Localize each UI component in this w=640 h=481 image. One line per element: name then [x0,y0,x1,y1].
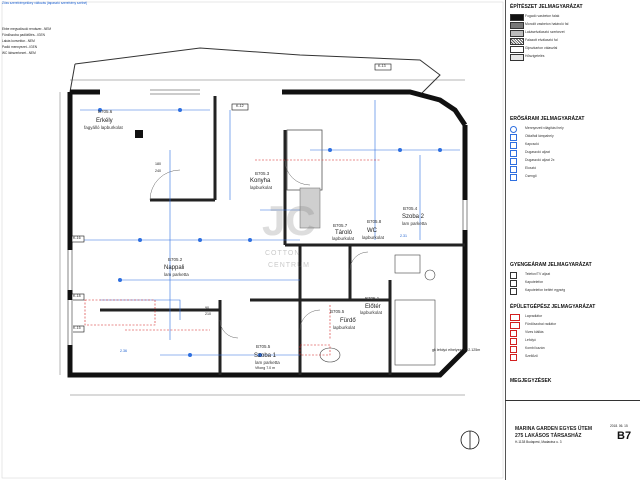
legend-item: Telefon/TV aljzat [525,272,551,276]
room-name-szoba1: Szoba 1 [254,353,277,359]
legend-item: Szellőző [525,354,538,358]
legend-title-lowvoltage: GYENGEÁRAM JELMAGYARÁZAT [510,262,592,268]
section-markers [71,63,392,333]
dimension-240: 240 [155,169,161,173]
room-id-tarolo: B705.7 [333,223,348,228]
room-name-wc: WC [367,228,377,234]
room-floor-eloter: lapburkolat [360,310,383,315]
legend-item: Dugaszoló aljzat 2x [525,158,555,162]
watermark-logo: JC [262,197,316,244]
door-swings [149,159,369,339]
legend-item: Mennyezeti világítási hely [525,126,564,130]
legend-item: Fürdőszobai radiátor [525,322,557,326]
marker-k13: K-13 [378,64,386,68]
drawing-date: 2018. 06. 15 [610,424,628,428]
room-name-furdo: Fürdő [340,318,356,324]
room-id-szoba2: B705.4 [403,206,418,211]
legend-item: Lefolyó [525,338,536,342]
legend-item: Kombi kazán [525,346,545,350]
legend-title-notes: MEGJEGYZÉSEK [510,378,552,384]
room-name-szoba2: Szoba 2 [402,214,425,220]
room-floor-nappali: lam parketta [164,272,189,277]
north-arrow [460,430,480,450]
dimension-90: 90 [205,306,209,310]
marker-k12: K-12 [236,104,244,108]
interior-walls [100,96,465,375]
legend-item: Csengő [525,174,537,178]
info-table-row: Padló mennyezet...IGEN [2,45,38,49]
info-table-row: Fürdőszoba padlófűtés...IGEN [2,33,45,37]
dimension-210: 210 [205,312,211,316]
info-table-row: Lakás konvektor...NEM [2,39,35,43]
window-frames [67,89,468,345]
legend-title-architecture: ÉPÍTÉSZET JELMAGYARÁZAT [510,4,583,10]
room-floor-konyha: lapburkolat [250,185,273,190]
room-id-eloter: B705.1 [365,296,380,301]
legend-item: Monolit vasbeton határoló fal [525,22,569,26]
shaft [299,187,321,229]
dimension-180: 180 [155,162,161,166]
vfiong-label: Vfiong 7.0 m [255,366,276,370]
room-floor-furdo: lapburkolat [333,325,356,330]
balcony-outline [69,47,441,96]
legend-item: Lakáselválasztó szerkezet [525,30,565,34]
room-id-furdo: B705.5 [330,309,345,314]
room-name-konyha: Konyha [250,178,271,184]
room-id-erkely: B705.6 [98,109,113,114]
marker-k15: K-15 [73,326,81,330]
dimension-231: 2.31 [400,234,407,238]
dimension-236: 2.36 [120,349,127,353]
legend-item: Gipszkarton válaszfal [525,46,558,50]
electrical-symbols [98,108,442,357]
room-floor-szoba1: lam parketta [255,360,280,365]
info-table: Zöss szerelvényekkey változás (tapasztó … [0,0,87,62]
company-name: 275 LAKÁSOS TÁRSASHÁZ [515,433,582,439]
project-name: MARINA GARDEN EGYES ÜTEM [515,426,593,432]
room-floor-szoba2: lam parketta [402,221,427,226]
room-id-nappali: B705.2 [168,257,183,262]
room-floor-wc: lapburkolat [362,235,385,240]
info-table-title: Zöss szerelvényekkey változás (tapasztó … [2,1,88,5]
legend-title-electrical: ERŐSÁRAM JELMAGYARÁZAT [510,116,585,122]
marker-k16: K-16 [73,236,81,240]
watermark-line1: COTTON [265,250,301,257]
legend-item: Kaputelefon beltéri egység [525,288,566,292]
title-block: MARINA GARDEN EGYES ÜTEM 275 LAKÁSOS TÁR… [505,400,640,481]
legend-item: Elosztó [525,166,537,170]
room-name-tarolo: Tároló [335,230,353,236]
marker-k18: K-18 [73,294,81,298]
legend-item: Vizes kiállás [525,330,544,334]
windows [67,89,468,345]
heating-lines [84,159,380,356]
drawing-code: B7 [617,430,632,442]
exterior-walls [67,89,468,378]
room-id-szoba1: B705.5 [256,344,271,349]
legend-item: Kaputelefon [525,280,544,284]
legend-item: Dugaszoló aljzat [525,150,550,154]
address: H-1138 Budapest, Madarász u. 3 [515,440,562,444]
room-floor-erkely: fagyálló lapburkolat [84,125,123,130]
info-table-row: WC lábszerkezet...NEM [2,51,36,55]
floor-plan [1,1,504,479]
room-name-nappali: Nappali [164,265,185,271]
legend-item: Kapcsoló [525,142,539,146]
room-id-konyha: B705.3 [255,171,270,176]
dimension-lines [59,79,465,396]
legend-item: Lapradiátor [525,314,543,318]
electrical-lines [80,100,460,356]
legend-title-mechanical: ÉPÜLETGÉPÉSZ JELMAGYARÁZAT [510,304,596,310]
room-id-wc: B705.8 [367,219,382,224]
column [135,130,143,138]
room-name-erkely: Erkély [96,118,113,124]
legend-item: Hőszigetelés [525,54,545,58]
room-name-eloter: Előtér [365,304,381,310]
reference-note: gk lefolyó elhelyezés +2.125m [432,348,481,352]
legend-item: Oldalfali lámpahely [525,134,554,138]
legend-item: Fogadó vasbeton falak [525,14,560,18]
info-table-row: Ebbe megvalósuló rendszer...NEM [2,27,52,31]
legend-item: Falazott elválasztó fal [525,38,558,42]
watermark-line2: CENTRUM [268,262,310,269]
room-floor-tarolo: lapburkolat [332,236,355,241]
